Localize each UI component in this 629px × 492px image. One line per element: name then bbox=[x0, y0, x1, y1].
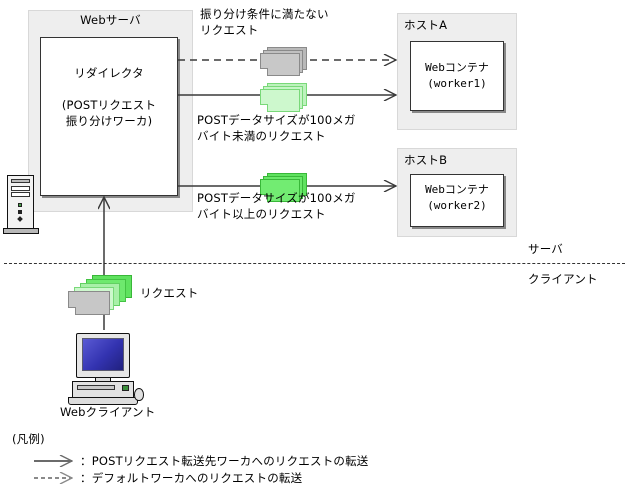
host-a-label: ホストA bbox=[404, 18, 448, 32]
boundary-server-label: サーバ bbox=[528, 242, 563, 256]
legend-title: (凡例) bbox=[12, 432, 45, 446]
client-mouse-icon bbox=[134, 388, 144, 401]
web-server-label: Webサーバ bbox=[80, 13, 141, 27]
client-monitor-screen bbox=[82, 338, 124, 371]
server-tower-drive-2 bbox=[11, 192, 30, 197]
host-b-container-line2: (worker2) bbox=[427, 199, 487, 212]
packet-default bbox=[260, 47, 308, 77]
server-tower-vent bbox=[11, 179, 30, 183]
host-b-container-box bbox=[410, 174, 504, 227]
flow-over-100mb-label-line2: バイト以上のリクエスト bbox=[197, 207, 326, 221]
server-tower-led-1 bbox=[18, 203, 22, 207]
server-tower-led-2 bbox=[18, 210, 22, 214]
flow-under-100mb-label-line2: バイト未満のリクエスト bbox=[197, 129, 326, 143]
flow-default-label-line1: 振り分け条件に満たない bbox=[200, 7, 329, 21]
host-b-label: ホストB bbox=[404, 153, 448, 167]
client-request-label: リクエスト bbox=[140, 286, 199, 300]
packet-under-100mb bbox=[260, 83, 308, 113]
client-label: Webクライアント bbox=[60, 405, 156, 419]
redirector-subtitle-2: 振り分けワーカ) bbox=[65, 114, 153, 128]
redirector-box bbox=[40, 37, 178, 196]
flow-default-label-line2: リクエスト bbox=[200, 23, 259, 37]
client-pc-drive-slot bbox=[77, 385, 115, 390]
host-a-container-line1: Webコンテナ bbox=[425, 61, 489, 74]
redirector-title: リダイレクタ bbox=[74, 66, 144, 80]
flow-over-100mb-label-line1: POSTデータサイズが100メガ bbox=[197, 191, 356, 205]
host-b-container-line1: Webコンテナ bbox=[425, 183, 489, 196]
redirector-subtitle-1: (POSTリクエスト bbox=[61, 98, 157, 112]
legend-item-dashed-text: ：デフォルトワーカへのリクエストの転送 bbox=[80, 471, 303, 485]
host-a-container-line2: (worker1) bbox=[427, 77, 487, 90]
boundary-client-label: クライアント bbox=[528, 272, 598, 286]
host-a-container-box bbox=[410, 41, 504, 111]
server-tower-drive-1 bbox=[11, 186, 30, 191]
packet-over-100mb bbox=[260, 173, 308, 203]
server-client-divider bbox=[4, 263, 625, 264]
client-pc-power-led bbox=[122, 385, 129, 391]
legend-item-solid-text: ：POSTリクエスト転送先ワーカへのリクエストの転送 bbox=[80, 454, 369, 468]
packet-client-request bbox=[68, 275, 132, 315]
client-keyboard-icon bbox=[68, 397, 138, 405]
flow-under-100mb-label-line1: POSTデータサイズが100メガ bbox=[197, 113, 356, 127]
